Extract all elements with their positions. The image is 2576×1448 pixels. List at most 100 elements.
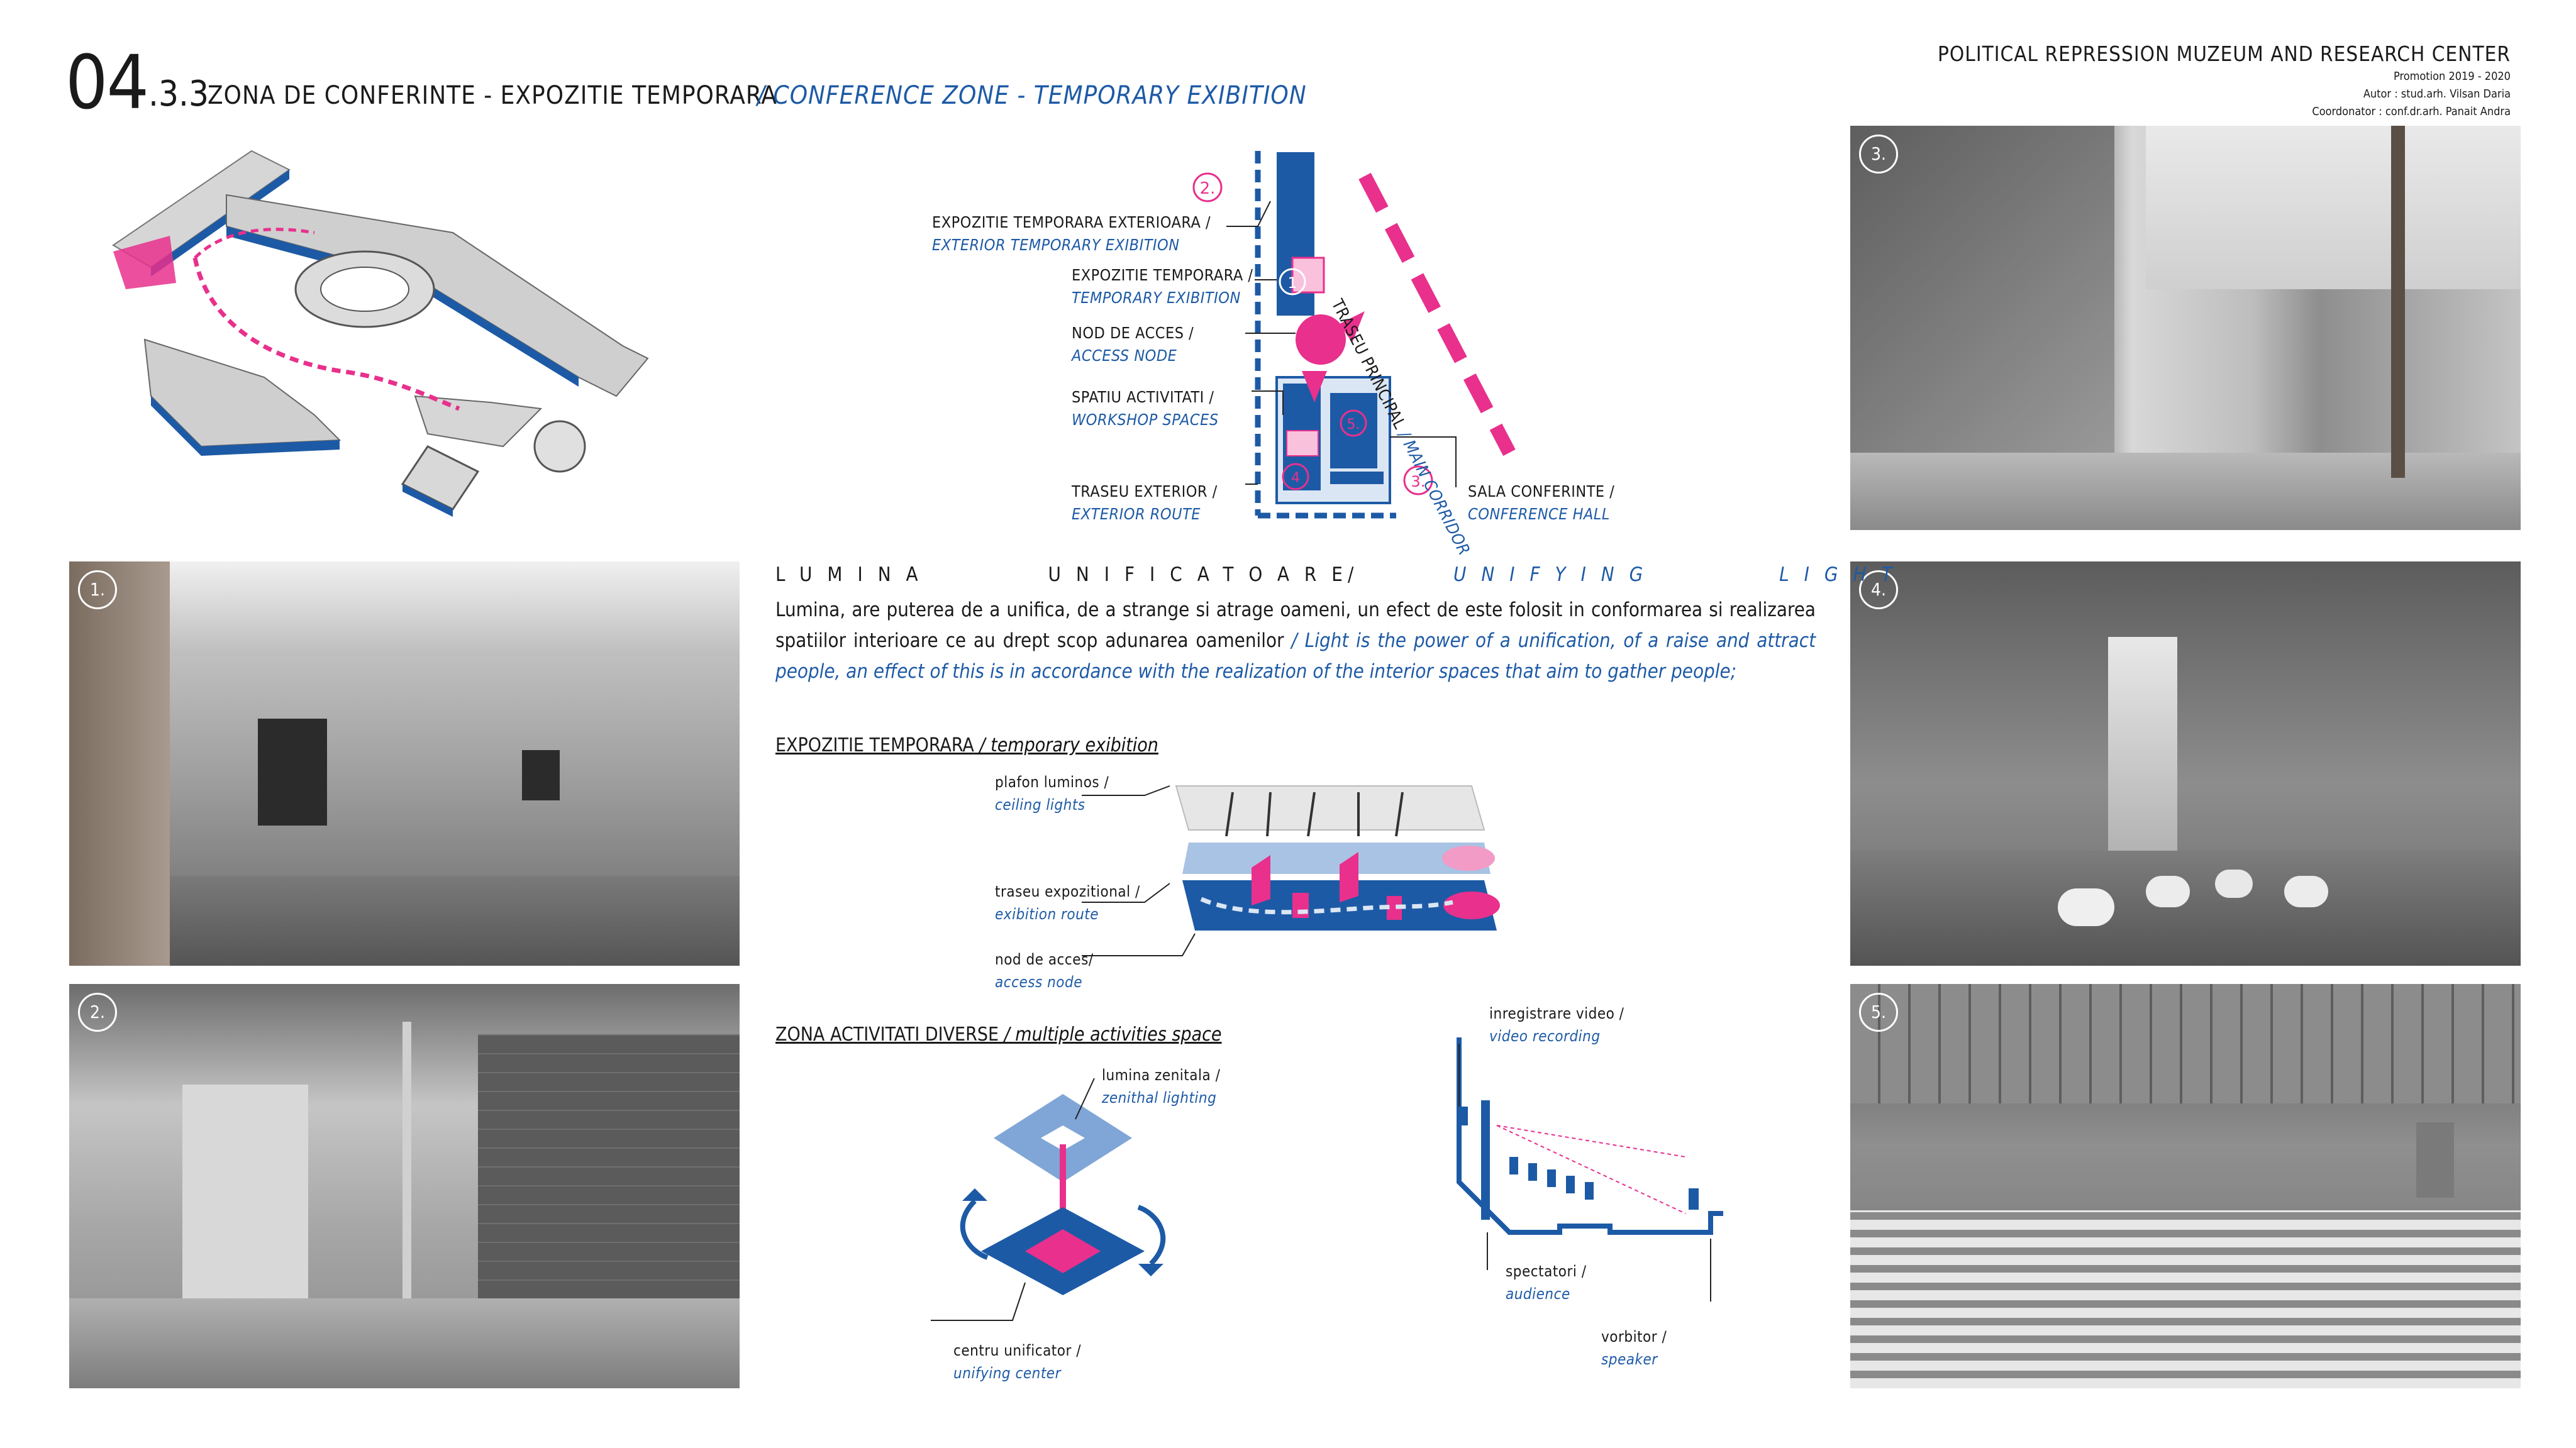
render-4-seat-1 bbox=[2058, 888, 2114, 926]
act-ro: SPATIU ACTIVITATI / bbox=[1072, 388, 1214, 406]
ext-temp-ro: EXPOZITIE TEMPORARA EXTERIOARA / bbox=[932, 213, 1211, 231]
leader-zenith bbox=[1075, 1078, 1095, 1120]
light-body-ro: Lumina, are puterea de a unifica, de a s… bbox=[775, 599, 1816, 652]
hall-en: CONFERENCE HALL bbox=[1468, 505, 1610, 523]
promotion: Promotion 2019 - 2020 bbox=[2394, 70, 2511, 83]
render-3-sky bbox=[2146, 126, 2521, 289]
zoning-node-label: NOD DE ACCES / ACCESS NODE bbox=[1072, 322, 1194, 367]
render-1-panel bbox=[258, 719, 327, 826]
light-body-en: / Light is the power of a unification, o… bbox=[775, 629, 1816, 683]
center-label: centru unificator / unifying center bbox=[953, 1339, 1081, 1384]
video-label: inregistrare video / video recording bbox=[1489, 1002, 1624, 1047]
conference-hall-block bbox=[1330, 393, 1377, 468]
audience-label: spectatori / audience bbox=[1506, 1260, 1586, 1305]
zone-marker-5-label: 5. bbox=[1347, 417, 1360, 433]
node-en: ACCESS NODE bbox=[1072, 346, 1177, 365]
light-heading-sep: / bbox=[1348, 563, 1355, 586]
light-heading-ro: LUMINA UNIFICATOARE bbox=[775, 563, 1358, 586]
accnode-ro: nod de acces/ bbox=[995, 951, 1094, 968]
render-5-door bbox=[2416, 1122, 2454, 1198]
site-axonometric bbox=[112, 150, 649, 517]
render-photo-5: 5. bbox=[1850, 984, 2521, 1388]
temp-exhibition-heading-en: / temporary exibition bbox=[979, 734, 1158, 756]
render-1-panel-2 bbox=[522, 750, 560, 800]
render-photo-3: 3. bbox=[1850, 126, 2521, 530]
light-arrows bbox=[1225, 792, 1404, 837]
render-photo-2: 2. bbox=[69, 984, 740, 1388]
photo-2-badge: 2. bbox=[78, 993, 117, 1032]
video-sightline-1 bbox=[1496, 1125, 1686, 1158]
rotation-arrow-right bbox=[1137, 1205, 1166, 1266]
site-secondary-route bbox=[194, 228, 315, 259]
project-title: POLITICAL REPRESSION MUZEUM AND RESEARCH… bbox=[1938, 41, 2511, 66]
zone-marker-1 bbox=[1279, 268, 1306, 296]
zoning-route-label: TRASEU EXTERIOR / EXTERIOR ROUTE bbox=[1072, 480, 1218, 526]
activities-heading-en: / multiple activities space bbox=[1004, 1024, 1222, 1046]
zone-marker-3 bbox=[1403, 465, 1433, 495]
photo-5-badge: 5. bbox=[1859, 993, 1898, 1032]
activities-hatch bbox=[1286, 430, 1319, 456]
render-1-floor bbox=[170, 876, 740, 966]
render-3-tree bbox=[2391, 126, 2405, 478]
light-body: Lumina, are puterea de a unifica, de a s… bbox=[775, 595, 1816, 687]
zenith-ro: lumina zenitala / bbox=[1102, 1066, 1221, 1084]
leader-workshop bbox=[1252, 390, 1284, 415]
rotation-arrow-left bbox=[960, 1199, 989, 1260]
site-buildings bbox=[112, 150, 649, 517]
auditorium-section bbox=[1457, 1037, 1723, 1302]
zone-marker-5 bbox=[1340, 409, 1367, 437]
temp-exhibition-heading: EXPOZITIE TEMPORARA / temporary exibitio… bbox=[775, 733, 1158, 758]
main-corridor-line bbox=[1358, 172, 1516, 456]
audience-ro: spectatori / bbox=[1506, 1263, 1587, 1280]
render-4-seat-2 bbox=[2146, 876, 2190, 907]
render-2-wall-right bbox=[478, 1034, 740, 1298]
temp-en: TEMPORARY EXIBITION bbox=[1072, 289, 1241, 307]
ceiling-label: plafon luminos / ceiling lights bbox=[995, 771, 1109, 816]
zoning-hall-label: SALA CONFERINTE / CONFERENCE HALL bbox=[1468, 480, 1614, 526]
zoning-temp-label: EXPOZITIE TEMPORARA / TEMPORARY EXIBITIO… bbox=[1072, 264, 1253, 309]
exroute-en: exibition route bbox=[995, 905, 1099, 923]
section-subnumber: .3.3 bbox=[148, 74, 209, 114]
speaker-ro: vorbitor / bbox=[1601, 1328, 1667, 1346]
render-2-tree bbox=[402, 1022, 411, 1298]
access-arrow bbox=[1340, 311, 1365, 343]
video-sightline-2 bbox=[1496, 1125, 1686, 1214]
render-4-window bbox=[2108, 637, 2177, 863]
zone-marker-2 bbox=[1192, 172, 1223, 202]
render-5-seating bbox=[1850, 1210, 2521, 1388]
leader-node bbox=[1082, 933, 1196, 956]
light-heading: LUMINA UNIFICATOARE / UNIFYING LIGHT bbox=[775, 562, 1892, 587]
ceiling-plane bbox=[1175, 785, 1485, 831]
access-node bbox=[1296, 314, 1346, 365]
render-3-ground bbox=[1850, 453, 2521, 530]
speaker-en: speaker bbox=[1601, 1351, 1658, 1368]
zone-marker-4 bbox=[1282, 463, 1309, 490]
act-en: WORKSHOP SPACES bbox=[1072, 411, 1219, 429]
ext-temp-en: EXTERIOR TEMPORARY EXIBITION bbox=[932, 236, 1180, 254]
speaker-label: vorbitor / speaker bbox=[1601, 1325, 1667, 1371]
ceiling-node-ellipse bbox=[1442, 846, 1495, 871]
ceiling-en: ceiling lights bbox=[995, 796, 1085, 814]
zenith-label: lumina zenitala / zenithal lighting bbox=[1102, 1064, 1220, 1109]
center-core bbox=[1025, 1229, 1101, 1273]
audience-en: audience bbox=[1506, 1285, 1570, 1303]
photo-1-badge: 1. bbox=[78, 570, 117, 609]
audience-figures bbox=[1509, 1157, 1594, 1200]
video-tower bbox=[1481, 1100, 1490, 1220]
camera-figure bbox=[1459, 1107, 1468, 1125]
render-4-seat-3 bbox=[2215, 870, 2253, 898]
photo-4-badge: 4. bbox=[1859, 570, 1898, 609]
access-node-ellipse bbox=[1443, 892, 1500, 919]
node-ro: NOD DE ACCES / bbox=[1072, 324, 1194, 342]
accnode-en: access node bbox=[995, 973, 1083, 991]
exroute-ro: traseu expozitional / bbox=[995, 883, 1140, 900]
route-en: EXTERIOR ROUTE bbox=[1072, 505, 1201, 523]
exhibition-route-line bbox=[1200, 897, 1453, 915]
speaker-figure bbox=[1689, 1188, 1699, 1210]
leader-ceiling bbox=[1082, 785, 1170, 796]
render-2-ground bbox=[69, 1298, 740, 1388]
zoning-workshop-label: SPATIU ACTIVITATI / WORKSHOP SPACES bbox=[1072, 386, 1219, 431]
render-photo-4: 4. bbox=[1850, 561, 2521, 966]
zone-marker-3-label: 3. bbox=[1411, 473, 1426, 490]
zone-marker-1-label: 1 bbox=[1287, 274, 1297, 292]
